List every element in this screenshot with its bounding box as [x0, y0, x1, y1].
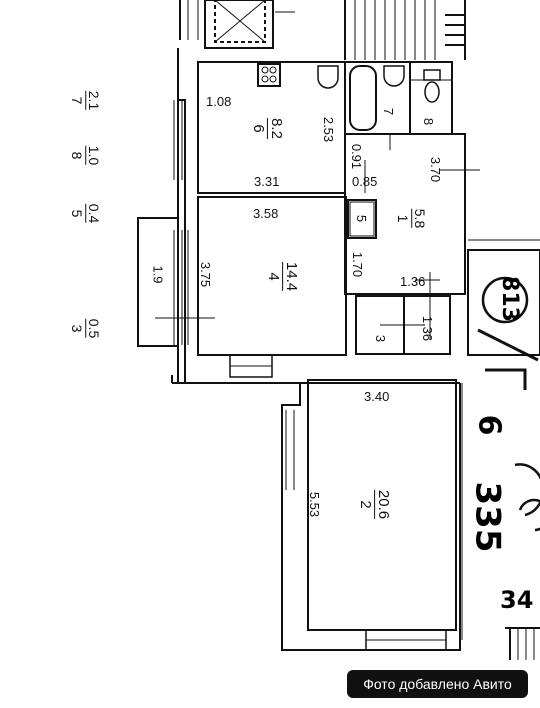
top-stair-block	[204, 0, 274, 49]
room-7-bathroom	[344, 61, 411, 135]
legend-num: 5	[69, 209, 86, 218]
room-2-number: 2	[357, 500, 375, 509]
dim-1.36-vertical: 1.36	[420, 315, 436, 342]
handwritten-34: 34	[500, 586, 534, 614]
handwritten-circled-number: 813	[496, 276, 522, 322]
stove-symbol	[257, 63, 281, 87]
dim-1.70: 1.70	[350, 251, 366, 278]
dim-0.85: 0.85	[352, 174, 378, 189]
room-6-number: 6	[249, 124, 267, 133]
room-8-number: 8	[421, 117, 437, 126]
room-1-area: 5.8	[412, 208, 429, 229]
toilet-symbol	[424, 81, 440, 103]
room-2-area: 20.6	[375, 489, 393, 520]
handwritten-335: 335	[467, 481, 508, 553]
room-5-number: 5	[354, 214, 370, 223]
legend-num: 8	[69, 151, 86, 160]
room-1-number: 1	[395, 214, 412, 223]
room-5-closet	[347, 199, 377, 239]
balcony-dim-1.9: 1.9	[150, 265, 166, 284]
room-7-number: 7	[381, 107, 397, 116]
legend-area: 1.0	[86, 145, 103, 166]
room-3-number: 3	[373, 334, 389, 343]
balcony	[137, 217, 179, 347]
legend-area: 0.4	[86, 203, 103, 224]
dim-3.31: 3.31	[254, 174, 280, 189]
dim-3.75: 3.75	[198, 261, 214, 288]
elevator-block	[467, 249, 540, 356]
sink-symbol	[317, 65, 339, 89]
handwritten-6: 6	[471, 414, 507, 436]
legend-area: 0.5	[86, 318, 103, 339]
avito-photo-badge: Фото добавлено Авито	[347, 670, 528, 698]
room-6-area: 8.2	[267, 118, 285, 139]
legend-num: 3	[69, 324, 86, 333]
outer-wall-upper	[177, 48, 300, 384]
dim-2.53: 2.53	[321, 116, 337, 143]
dim-3.58: 3.58	[253, 206, 279, 221]
outer-wall-lower	[281, 383, 461, 651]
dim-3.70: 3.70	[428, 156, 444, 183]
dim-0.91: 0.91	[349, 143, 365, 170]
dim-1.36-horizontal: 1.36	[400, 274, 426, 289]
bath-sink-symbol	[383, 65, 405, 87]
room-4-area: 14.4	[283, 261, 301, 292]
dim-5.53: 5.53	[307, 491, 323, 518]
room-4-number: 4	[265, 272, 283, 281]
dim-1.08: 1.08	[206, 94, 232, 109]
legend-area: 2.1	[86, 90, 103, 111]
dim-3.40: 3.40	[364, 389, 390, 404]
legend-num: 7	[69, 96, 86, 105]
bathtub-symbol	[349, 65, 377, 131]
handwritten-circle	[481, 276, 529, 324]
